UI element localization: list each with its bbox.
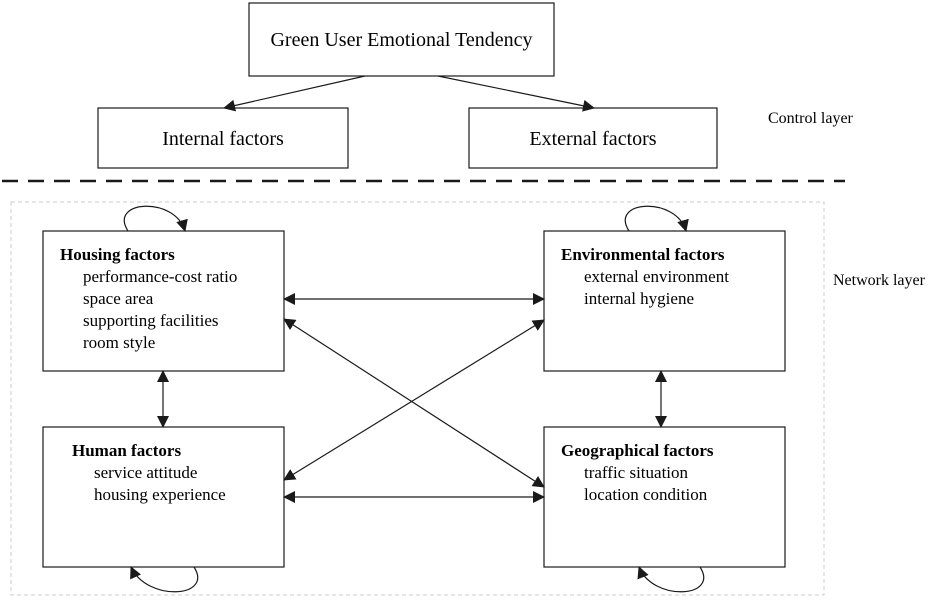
housing-factors-box: Housing factors performance-cost ratio s… bbox=[42, 230, 285, 372]
housing-factor-item: performance-cost ratio bbox=[83, 267, 237, 286]
human-self-loop-arrow bbox=[130, 566, 198, 593]
goal-to-external-arrow bbox=[437, 75, 595, 112]
goal-label: Green User Emotional Tendency bbox=[270, 29, 532, 51]
geographical-factors-box: Geographical factors traffic situation l… bbox=[543, 426, 786, 568]
housing-factor-item: space area bbox=[83, 289, 154, 308]
geographical-factors-title: Geographical factors bbox=[561, 441, 714, 460]
human-factors-title: Human factors bbox=[72, 441, 181, 460]
human-factors-box: Human factors service attitude housing e… bbox=[42, 426, 285, 568]
environmental-factor-item: internal hygiene bbox=[584, 289, 694, 308]
housing-factor-item: supporting facilities bbox=[83, 311, 219, 330]
internal-factors-label: Internal factors bbox=[162, 128, 284, 150]
environmental-factor-item: external environment bbox=[584, 267, 729, 286]
housing-self-loop-arrow bbox=[123, 205, 188, 232]
external-factors-label: External factors bbox=[529, 128, 656, 150]
geographical-factor-item: location condition bbox=[584, 485, 708, 504]
control-layer-label: Control layer bbox=[768, 110, 854, 127]
network-frame bbox=[10, 201, 825, 596]
external-factors-box: External factors bbox=[468, 107, 718, 169]
environmental-factors-title: Environmental factors bbox=[561, 245, 725, 264]
network-layer-label: Network layer bbox=[833, 272, 926, 289]
geographical-self-loop-arrow bbox=[637, 566, 704, 593]
human-environmental-arrow bbox=[283, 319, 545, 481]
environmental-self-loop-arrow bbox=[624, 205, 689, 232]
goal-to-internal-arrow bbox=[223, 75, 366, 112]
internal-factors-box: Internal factors bbox=[97, 107, 349, 169]
goal-box: Green User Emotional Tendency bbox=[248, 2, 555, 77]
human-factor-item: service attitude bbox=[94, 463, 197, 482]
human-factor-item: housing experience bbox=[94, 485, 226, 504]
environmental-factors-box: Environmental factors external environme… bbox=[543, 230, 786, 372]
geographical-factor-item: traffic situation bbox=[584, 463, 689, 482]
housing-factors-title: Housing factors bbox=[60, 245, 175, 264]
housing-factor-item: room style bbox=[83, 333, 155, 352]
